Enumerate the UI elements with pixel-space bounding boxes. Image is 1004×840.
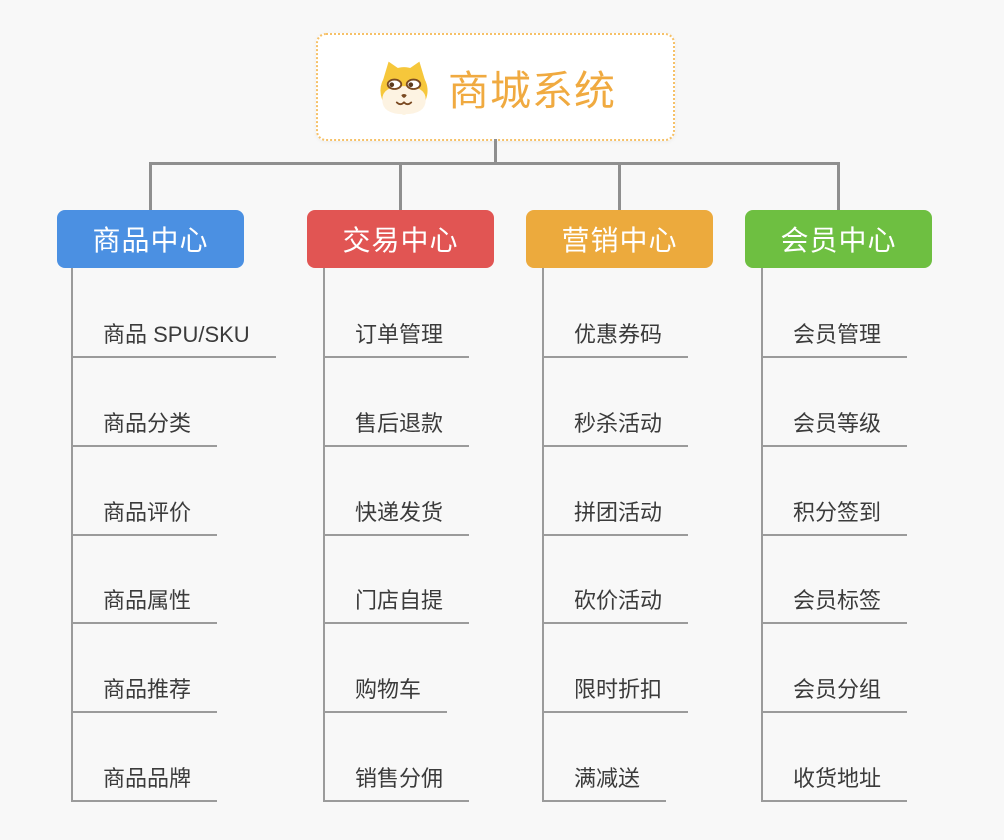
subtopic[interactable]: 订单管理 <box>323 321 470 358</box>
subtopic[interactable]: 砍价活动 <box>542 587 689 624</box>
root-stem-connector <box>494 139 497 163</box>
subtopic[interactable]: 优惠券码 <box>542 321 689 358</box>
subtopic[interactable]: 商品推荐 <box>71 676 218 713</box>
subtopic[interactable]: 积分签到 <box>761 499 908 536</box>
branch-topic-marketing[interactable]: 营销中心 <box>526 210 713 268</box>
subtopic[interactable]: 快递发货 <box>323 499 470 536</box>
branch-drop-connector <box>837 162 840 210</box>
subtopic[interactable]: 会员等级 <box>761 410 908 447</box>
root-topic-label: 商城系统 <box>448 68 616 114</box>
subtopic[interactable]: 门店自提 <box>323 587 470 624</box>
subtopic[interactable]: 销售分佣 <box>323 765 470 802</box>
branch-drop-connector <box>149 162 152 210</box>
branch-topic-label: 商品中心 <box>92 225 209 256</box>
subtopic[interactable]: 限时折扣 <box>542 676 689 713</box>
subtopic[interactable]: 会员管理 <box>761 321 908 358</box>
branch-drop-connector <box>399 162 402 210</box>
branch-drop-connector <box>618 162 621 210</box>
root-topic[interactable]: 商城系统 <box>316 33 675 141</box>
subtopic[interactable]: 满减送 <box>542 765 667 802</box>
subtopic[interactable]: 收货地址 <box>761 765 908 802</box>
subtopic[interactable]: 拼团活动 <box>542 499 689 536</box>
subtopic[interactable]: 商品品牌 <box>71 765 218 802</box>
subtopic[interactable]: 购物车 <box>323 676 448 713</box>
branch-topic-label: 会员中心 <box>780 225 897 256</box>
subtopic[interactable]: 商品分类 <box>71 410 218 447</box>
branch-topic-product[interactable]: 商品中心 <box>57 210 244 268</box>
subtopic[interactable]: 售后退款 <box>323 410 470 447</box>
branch-bus-connector <box>149 162 840 165</box>
subtopic[interactable]: 商品评价 <box>71 499 218 536</box>
subtopic[interactable]: 会员标签 <box>761 587 908 624</box>
subtopic[interactable]: 会员分组 <box>761 676 908 713</box>
dog-face-icon <box>380 61 428 115</box>
branch-topic-label: 营销中心 <box>561 225 678 256</box>
branch-topic-member[interactable]: 会员中心 <box>745 210 932 268</box>
subtopic[interactable]: 商品属性 <box>71 587 218 624</box>
subtopic[interactable]: 商品 SPU/SKU <box>71 321 276 358</box>
branch-topic-label: 交易中心 <box>342 225 459 256</box>
branch-topic-trade[interactable]: 交易中心 <box>307 210 494 268</box>
subtopic[interactable]: 秒杀活动 <box>542 410 689 447</box>
